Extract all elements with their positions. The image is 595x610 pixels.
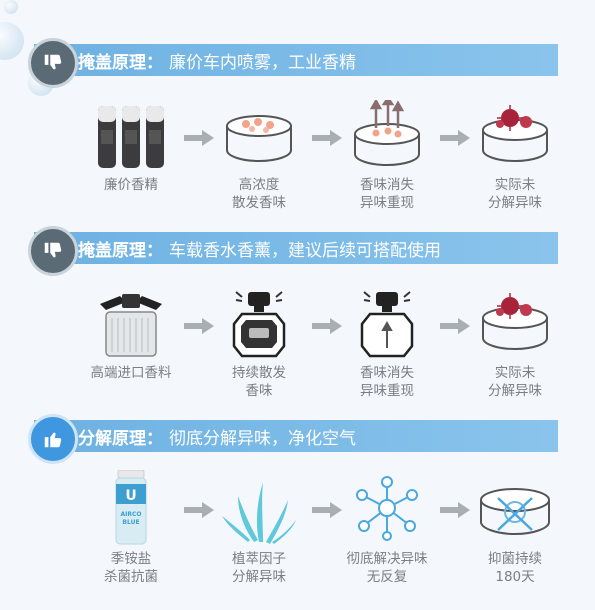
perfume-bottle-icon bbox=[86, 288, 176, 360]
arrow-right-icon bbox=[312, 318, 342, 334]
step: 持续散发 香味 bbox=[214, 288, 304, 400]
step: 抑菌持续 180天 bbox=[470, 470, 560, 586]
step-label: 植萃因子 分解异味 bbox=[232, 551, 286, 585]
molecule-icon bbox=[342, 470, 432, 546]
thumbs-up-icon bbox=[28, 414, 78, 464]
no-germ-dish-icon bbox=[470, 470, 560, 546]
step-label: 季铵盐 杀菌抗菌 bbox=[104, 551, 158, 585]
diffuser-icon bbox=[214, 288, 304, 360]
step-label: 实际未 分解异味 bbox=[488, 177, 542, 211]
step: 植萃因子 分解异味 bbox=[214, 470, 304, 586]
section-header-2: 掩盖原理： 车载香水香薰，建议后续可搭配使用 bbox=[28, 226, 558, 276]
plant-leaves-icon bbox=[214, 470, 304, 546]
svg-text:BLUE: BLUE bbox=[122, 519, 139, 526]
arrow-right-icon bbox=[184, 130, 214, 146]
decor-bubble bbox=[0, 22, 24, 60]
spray-cans-icon bbox=[86, 100, 176, 172]
arrow-right-icon bbox=[440, 318, 470, 334]
step-label: 持续散发 香味 bbox=[232, 365, 286, 399]
section-header-1: 掩盖原理： 廉价车内喷雾，工业香精 bbox=[28, 38, 558, 88]
section-title-value: 廉价车内喷雾，工业香精 bbox=[169, 52, 356, 73]
step: 香味消失 异味重现 bbox=[342, 288, 432, 400]
section-title-key: 掩盖原理： bbox=[78, 52, 163, 73]
arrow-right-icon bbox=[440, 502, 470, 518]
step: 实际未 分解异味 bbox=[470, 100, 560, 212]
process-row-2: 高端进口香料 持续散发 香味 香味消失 异味重现 bbox=[86, 288, 548, 428]
step-label: 香味消失 异味重现 bbox=[360, 177, 414, 211]
thumbs-down-icon bbox=[28, 226, 78, 276]
step: 高端进口香料 bbox=[86, 288, 176, 382]
step: 香味消失 异味重现 bbox=[342, 95, 432, 212]
arrow-right-icon bbox=[312, 130, 342, 146]
section-title-value: 彻底分解异味，净化空气 bbox=[169, 428, 356, 449]
step: 彻底解决异味 无反复 bbox=[342, 470, 432, 586]
germ-dish-icon bbox=[470, 288, 560, 360]
step-label: 高端进口香料 bbox=[90, 365, 172, 381]
germ-dish-icon bbox=[470, 100, 560, 172]
step: 高浓度 散发香味 bbox=[214, 100, 304, 212]
section-title-key: 分解原理： bbox=[78, 428, 163, 449]
section-header-3: 分解原理： 彻底分解异味，净化空气 bbox=[28, 414, 558, 464]
decor-bubble bbox=[4, 0, 18, 14]
section-title-key: 掩盖原理： bbox=[78, 240, 163, 261]
arrow-right-icon bbox=[184, 502, 214, 518]
step: U AIRCO BLUE 季铵盐 杀菌抗菌 bbox=[86, 469, 176, 586]
step-label: 高浓度 散发香味 bbox=[232, 177, 286, 211]
step-label: 抑菌持续 180天 bbox=[488, 551, 542, 585]
step-label: 香味消失 异味重现 bbox=[360, 365, 414, 399]
step: 廉价香精 bbox=[86, 100, 176, 194]
step-label: 廉价香精 bbox=[104, 177, 158, 193]
section-title-value: 车载香水香薰，建议后续可搭配使用 bbox=[169, 240, 441, 261]
arrow-right-icon bbox=[184, 318, 214, 334]
arrow-right-icon bbox=[312, 502, 342, 518]
spray-bottle-icon: U AIRCO BLUE bbox=[86, 469, 176, 546]
scent-dish-icon bbox=[214, 100, 304, 172]
rising-scent-icon bbox=[342, 95, 432, 172]
step: 实际未 分解异味 bbox=[470, 288, 560, 400]
diffuser-outline-icon bbox=[342, 288, 432, 360]
product-logo: U bbox=[125, 488, 136, 504]
process-row-3: U AIRCO BLUE 季铵盐 杀菌抗菌 植萃因子 分解异味 bbox=[86, 469, 550, 610]
svg-text:AIRCO: AIRCO bbox=[121, 511, 142, 518]
process-row-1: 廉价香精 高浓度 散发香味 香味消失 异味重现 bbox=[86, 95, 548, 240]
step-label: 实际未 分解异味 bbox=[488, 365, 542, 399]
thumbs-down-icon bbox=[28, 38, 78, 88]
step-label: 彻底解决异味 无反复 bbox=[346, 551, 428, 585]
arrow-right-icon bbox=[440, 130, 470, 146]
